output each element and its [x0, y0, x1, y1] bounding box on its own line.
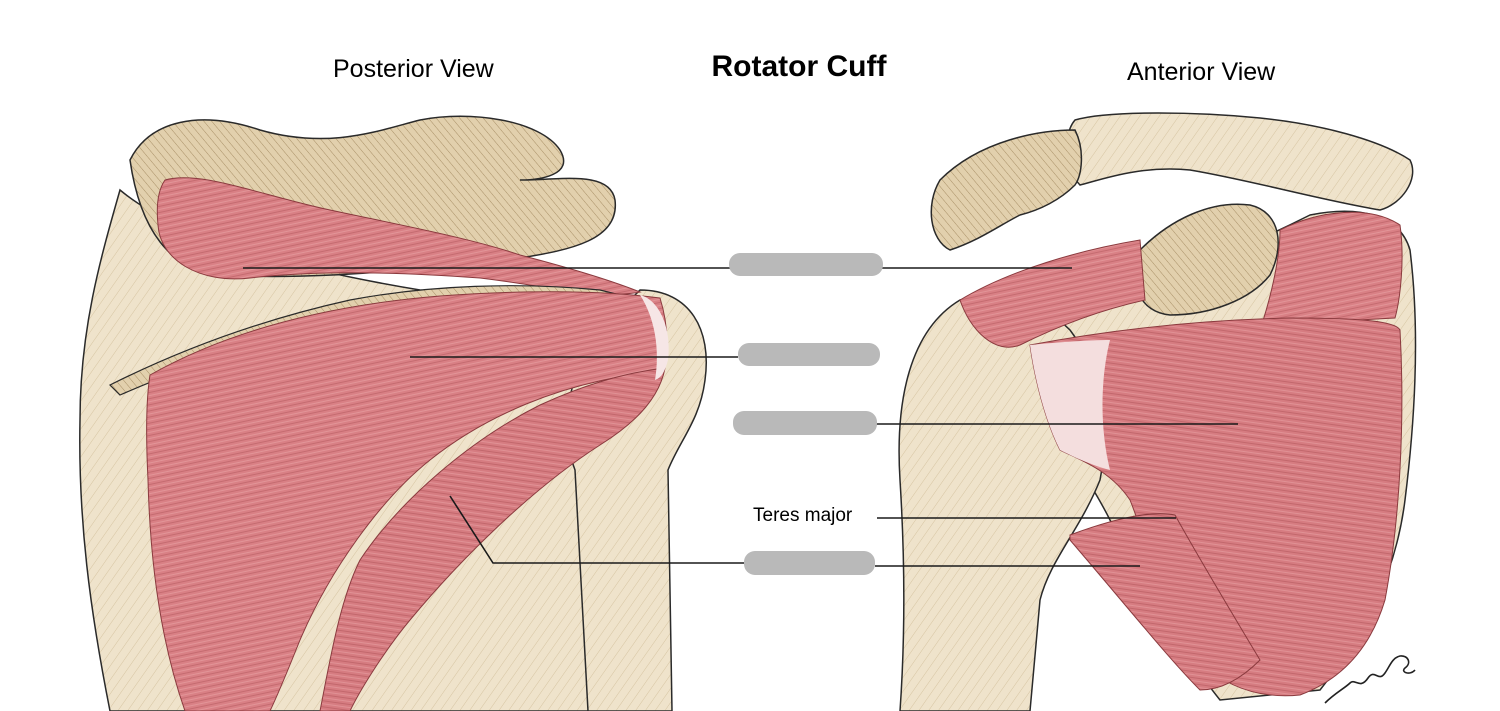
teres-major-label: Teres major — [753, 505, 853, 526]
blank-label-1[interactable] — [729, 253, 883, 276]
blank-label-3[interactable] — [733, 411, 877, 435]
anterior-subscapularis — [1029, 317, 1403, 697]
posterior-tendon — [640, 295, 669, 380]
anterior-view — [898, 112, 1417, 711]
anterior-clavicle — [1066, 112, 1414, 211]
blank-label-4[interactable] — [744, 551, 875, 575]
anterior-supraspinatus — [959, 239, 1146, 348]
diagram-title: Rotator Cuff — [711, 50, 887, 83]
anterior-acromion — [930, 129, 1083, 251]
blank-label-2[interactable] — [738, 343, 880, 366]
anterior-view-label: Anterior View — [1127, 58, 1276, 86]
posterior-infraspinatus — [146, 291, 668, 711]
anterior-subscapularis-tendon — [1030, 340, 1110, 470]
leader-line-4-left — [449, 495, 748, 564]
anterior-teres-major — [1069, 513, 1261, 691]
anterior-supraspinatus-upper — [1259, 211, 1403, 331]
anterior-coracoid — [1134, 203, 1279, 316]
posterior-view — [79, 115, 707, 711]
posterior-view-label: Posterior View — [333, 55, 494, 83]
posterior-teres-minor — [319, 367, 666, 711]
artist-signature — [1324, 655, 1416, 704]
leader-lines — [243, 267, 1238, 567]
